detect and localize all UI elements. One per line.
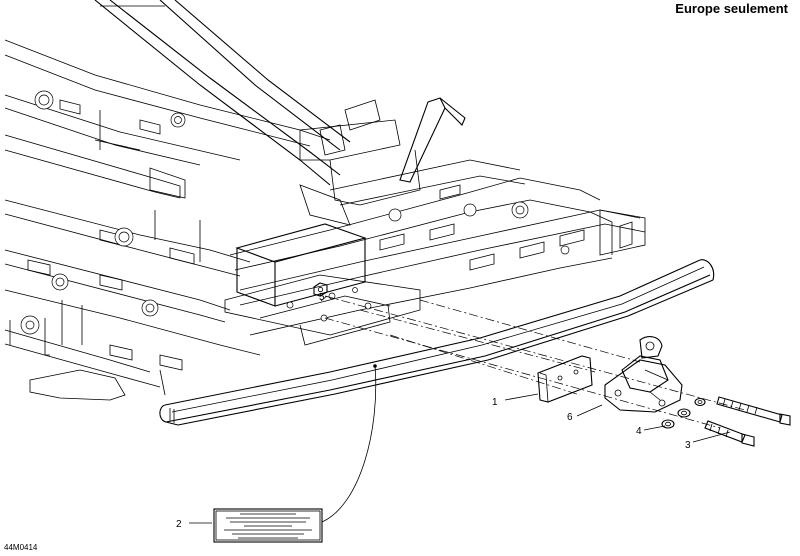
bolts — [704, 396, 791, 447]
callout-5: 5 — [319, 292, 325, 303]
center-bracket — [224, 223, 421, 346]
callout-3: 3 — [685, 440, 691, 451]
tow-hitch — [604, 336, 683, 413]
chassis-frame — [4, 39, 646, 401]
mounting-plate — [537, 355, 593, 403]
assembly-lines — [324, 295, 746, 429]
callout-numbers: 1 2 3 4 5 6 — [176, 292, 691, 530]
callout-6: 6 — [567, 412, 573, 423]
nut — [313, 282, 328, 297]
figure-reference: 44M0414 — [4, 543, 38, 552]
region-label: Europe seulement — [675, 1, 788, 16]
bumper-rail — [159, 259, 715, 426]
callout-leaders — [189, 295, 731, 524]
callout-2: 2 — [176, 519, 182, 530]
washers — [661, 397, 706, 429]
callout-4: 4 — [636, 426, 642, 437]
warning-label — [213, 508, 323, 543]
callout-1: 1 — [492, 397, 498, 408]
steering-column — [94, 0, 466, 226]
